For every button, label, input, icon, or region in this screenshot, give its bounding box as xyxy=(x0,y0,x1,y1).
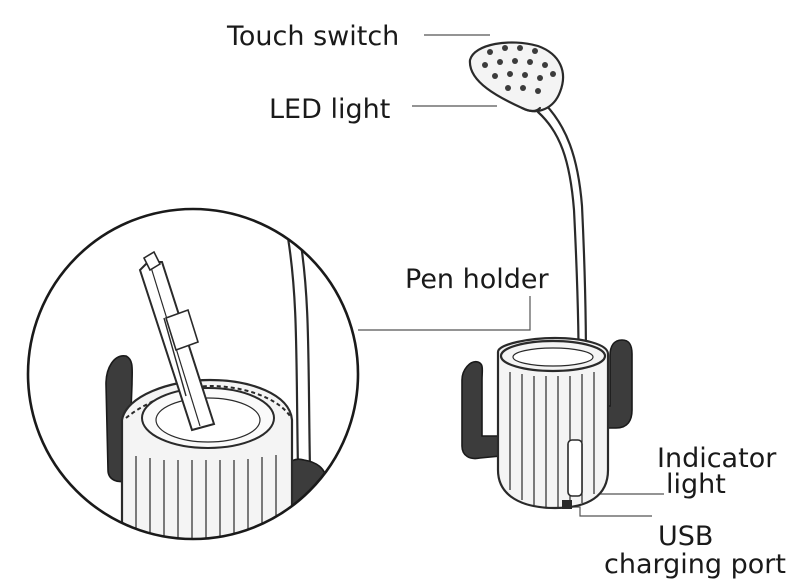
lamp-illustration xyxy=(461,41,633,510)
cactus-left-arm xyxy=(461,360,501,460)
leader-pen-holder xyxy=(358,296,531,331)
label-indicator-line2: light xyxy=(666,469,726,500)
pen-holder-opening xyxy=(512,347,594,367)
label-touch-switch: Touch switch xyxy=(226,21,399,52)
zoom-detail xyxy=(26,207,360,541)
leader-usb xyxy=(567,506,652,517)
label-usb-line2: charging port xyxy=(604,549,786,580)
indicator-light xyxy=(567,439,583,497)
usb-port xyxy=(562,500,572,509)
lamp-head xyxy=(468,41,565,113)
label-usb-line1: USB xyxy=(658,521,713,552)
zoom-pot-ridges xyxy=(135,455,277,539)
zoom-lamp-arm xyxy=(286,236,312,472)
zoom-pen xyxy=(138,250,216,432)
head-neck xyxy=(520,106,542,113)
label-pen-holder: Pen holder xyxy=(405,264,550,295)
label-indicator-line1: Indicator xyxy=(657,443,777,474)
led-dots xyxy=(482,45,556,94)
zoom-circle-border xyxy=(26,207,360,541)
label-led-light: LED light xyxy=(269,94,390,125)
